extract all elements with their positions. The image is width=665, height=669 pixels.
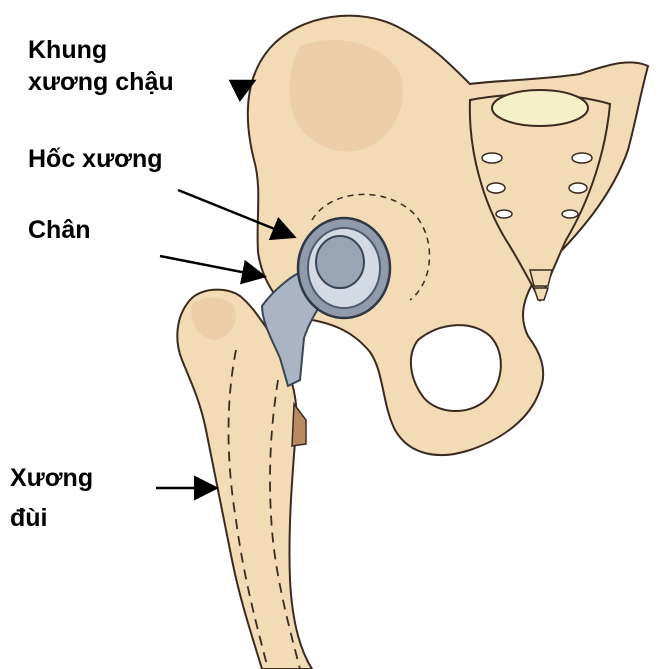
sacral-foramen bbox=[569, 183, 587, 193]
sacral-foramen bbox=[487, 183, 505, 193]
femoral-head bbox=[316, 236, 364, 288]
obturator-foramen bbox=[411, 325, 501, 411]
stem-pointer-arrow bbox=[160, 256, 262, 276]
sacral-promontory bbox=[492, 90, 588, 126]
coccyx bbox=[530, 270, 552, 300]
acetabular-cup-implant bbox=[298, 218, 390, 318]
lesser-trochanter bbox=[292, 404, 306, 446]
sacral-foramen bbox=[482, 153, 502, 163]
sacral-foramen bbox=[562, 210, 578, 218]
sacral-foramen bbox=[496, 210, 512, 218]
label-femur: Xương đùi bbox=[10, 458, 93, 538]
label-socket: Hốc xương bbox=[28, 143, 163, 175]
sacral-foramen bbox=[572, 153, 592, 163]
label-pelvis: Khung xương chậu bbox=[28, 34, 174, 98]
label-stem: Chân bbox=[28, 214, 91, 246]
